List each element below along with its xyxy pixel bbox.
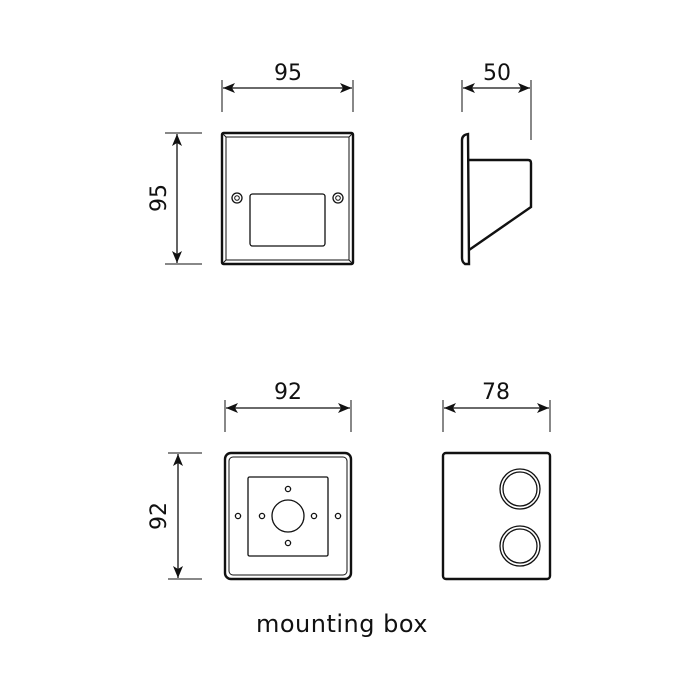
- depth-dimension-label: 50: [483, 61, 511, 86]
- cable-hole: [271, 499, 305, 533]
- box-outline: [223, 451, 353, 581]
- fixture-side-view: 50: [460, 61, 533, 266]
- screw-hole: [284, 539, 292, 547]
- screw-icon: [332, 192, 344, 204]
- screw-hole: [334, 512, 342, 520]
- caption: mounting box: [256, 610, 428, 638]
- width-dimension-label: 92: [274, 380, 302, 405]
- faceplate-outline: [220, 131, 355, 266]
- screw-hole: [310, 512, 318, 520]
- faceplate-profile: [460, 132, 471, 266]
- box-side-outline: [441, 451, 552, 581]
- knockout-icon: [499, 468, 541, 510]
- box-rim: [228, 456, 348, 576]
- screw-hole: [234, 512, 242, 520]
- screw-hole: [258, 512, 266, 520]
- screw-hole: [284, 485, 292, 493]
- box-front-view: 92 92: [147, 380, 353, 581]
- mounting-plate: [247, 476, 329, 557]
- knockout-icon: [499, 525, 541, 567]
- faceplate-bevel: [225, 136, 350, 261]
- housing-profile: [468, 158, 533, 251]
- width-dimension-label: 95: [274, 61, 302, 86]
- height-dimension-label: 92: [147, 502, 172, 530]
- box-side-view: 78: [441, 380, 552, 581]
- fixture-front-view: 95 95: [147, 61, 355, 266]
- depth-dimension-label: 78: [482, 380, 510, 405]
- height-dimension-label: 95: [147, 184, 172, 212]
- light-window: [249, 193, 326, 247]
- screw-icon: [231, 192, 243, 204]
